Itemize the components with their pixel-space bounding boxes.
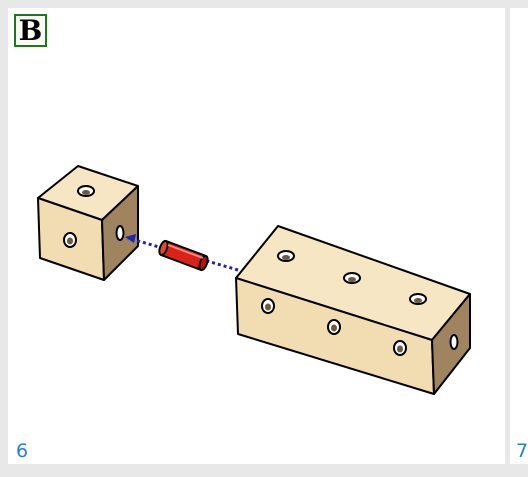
small-cube-block-icon: [37, 165, 139, 281]
long-block-icon: [235, 225, 471, 395]
step-number-current: 6: [16, 440, 29, 462]
insertion-arrow-icon: [125, 234, 239, 272]
next-step-panel: 7: [510, 8, 528, 464]
section-label: B: [14, 14, 47, 47]
step-panel: B: [8, 8, 505, 464]
assembly-diagram: [37, 165, 471, 395]
dowel-pin-icon: [158, 239, 209, 272]
step-number-next: 7: [516, 440, 528, 462]
